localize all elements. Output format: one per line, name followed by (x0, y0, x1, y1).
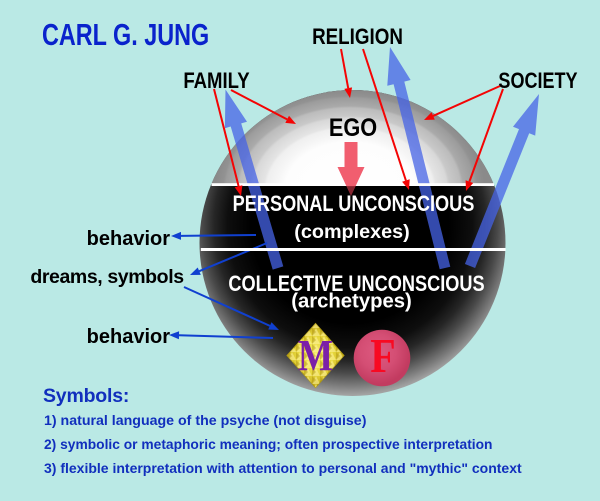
svg-text:EGO: EGO (329, 114, 377, 142)
svg-text:M: M (298, 331, 333, 379)
svg-text:FAMILY: FAMILY (183, 70, 250, 94)
svg-text:1) natural language of the psy: 1) natural language of the psyche (not d… (44, 413, 367, 429)
svg-text:CARL G. JUNG: CARL G. JUNG (42, 17, 209, 52)
svg-text:behavior: behavior (87, 228, 171, 250)
svg-text:2) symbolic or metaphoric mean: 2) symbolic or metaphoric meaning; often… (44, 437, 492, 452)
svg-text:RELIGION: RELIGION (312, 25, 403, 50)
svg-text:Symbols:: Symbols: (43, 385, 129, 407)
svg-text:(complexes): (complexes) (294, 221, 409, 243)
svg-text:(archetypes): (archetypes) (291, 291, 412, 313)
svg-text:F: F (370, 329, 395, 383)
svg-text:behavior: behavior (87, 326, 171, 348)
svg-text:3) flexible interpretation wit: 3) flexible interpretation with attentio… (44, 460, 522, 476)
svg-text:SOCIETY: SOCIETY (498, 69, 578, 93)
svg-text:COLLECTIVE UNCONSCIOUS: COLLECTIVE UNCONSCIOUS (228, 272, 484, 296)
svg-text:PERSONAL UNCONSCIOUS: PERSONAL UNCONSCIOUS (233, 192, 475, 216)
svg-text:dreams, symbols: dreams, symbols (30, 266, 184, 288)
